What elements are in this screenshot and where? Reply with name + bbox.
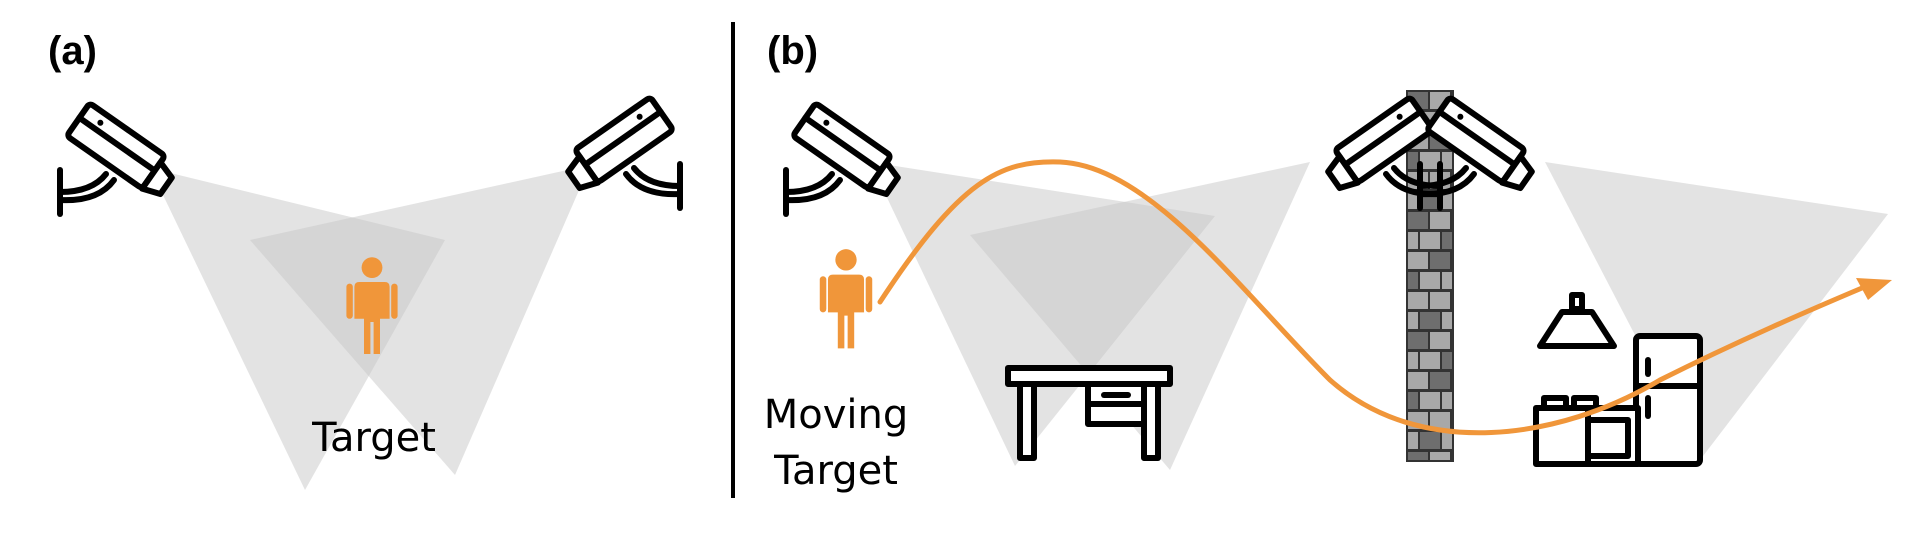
wall-brick	[1408, 152, 1418, 169]
wall-brick	[1442, 432, 1452, 449]
wall-brick	[1442, 232, 1452, 249]
wall-brick	[1408, 232, 1418, 249]
wall-brick	[1442, 392, 1452, 409]
trajectory-arrow-icon	[1856, 278, 1892, 300]
panel-a: (a) Target	[48, 29, 680, 490]
wall-brick	[1408, 372, 1428, 389]
wall-brick	[1442, 152, 1452, 169]
wall-brick	[1408, 432, 1418, 449]
wall-brick	[1430, 452, 1450, 460]
moving-target-caption-line2: Target	[773, 448, 898, 494]
wall-brick	[1420, 392, 1440, 409]
wall-brick	[1442, 352, 1452, 369]
wall-brick	[1408, 332, 1428, 349]
wall-brick	[1420, 312, 1440, 329]
wall-brick	[1430, 292, 1450, 309]
camera-right-coverage-cone	[250, 165, 590, 475]
wall-brick	[1408, 292, 1428, 309]
wall-brick	[1442, 272, 1452, 289]
wall-brick	[1408, 212, 1428, 229]
desk-icon	[1005, 365, 1173, 461]
panel-b-label: (b)	[767, 29, 818, 73]
panel-a-label: (a)	[48, 29, 97, 73]
wall-brick	[1430, 252, 1450, 269]
panel-b: (b)	[764, 29, 1892, 494]
wall-brick	[1442, 312, 1452, 329]
camera-3-coverage-cone	[1545, 162, 1888, 460]
security-camera-icon	[60, 103, 180, 214]
trajectory-path	[877, 159, 1865, 436]
wall-brick	[1408, 252, 1428, 269]
wall-brick	[1408, 352, 1418, 369]
moving-target-caption-line1: Moving	[764, 392, 909, 438]
brick-wall-icon	[1406, 90, 1454, 462]
wall-brick	[1430, 212, 1450, 229]
wall-brick	[1420, 232, 1440, 249]
wall-brick	[1408, 192, 1418, 209]
wall-brick	[1408, 312, 1418, 329]
wall-brick	[1430, 332, 1450, 349]
wall-brick	[1430, 412, 1450, 429]
target-caption: Target	[311, 415, 436, 461]
wall-brick	[1442, 192, 1452, 209]
wall-brick	[1408, 392, 1418, 409]
wall-brick	[1420, 272, 1440, 289]
wall-brick	[1420, 352, 1440, 369]
wall-brick	[1430, 372, 1450, 389]
person-icon	[819, 249, 873, 349]
camera-2-coverage-cone	[970, 162, 1310, 470]
wall-brick	[1408, 272, 1418, 289]
wall-brick	[1420, 152, 1440, 169]
wall-brick	[1420, 432, 1440, 449]
wall-brick	[1408, 452, 1428, 460]
